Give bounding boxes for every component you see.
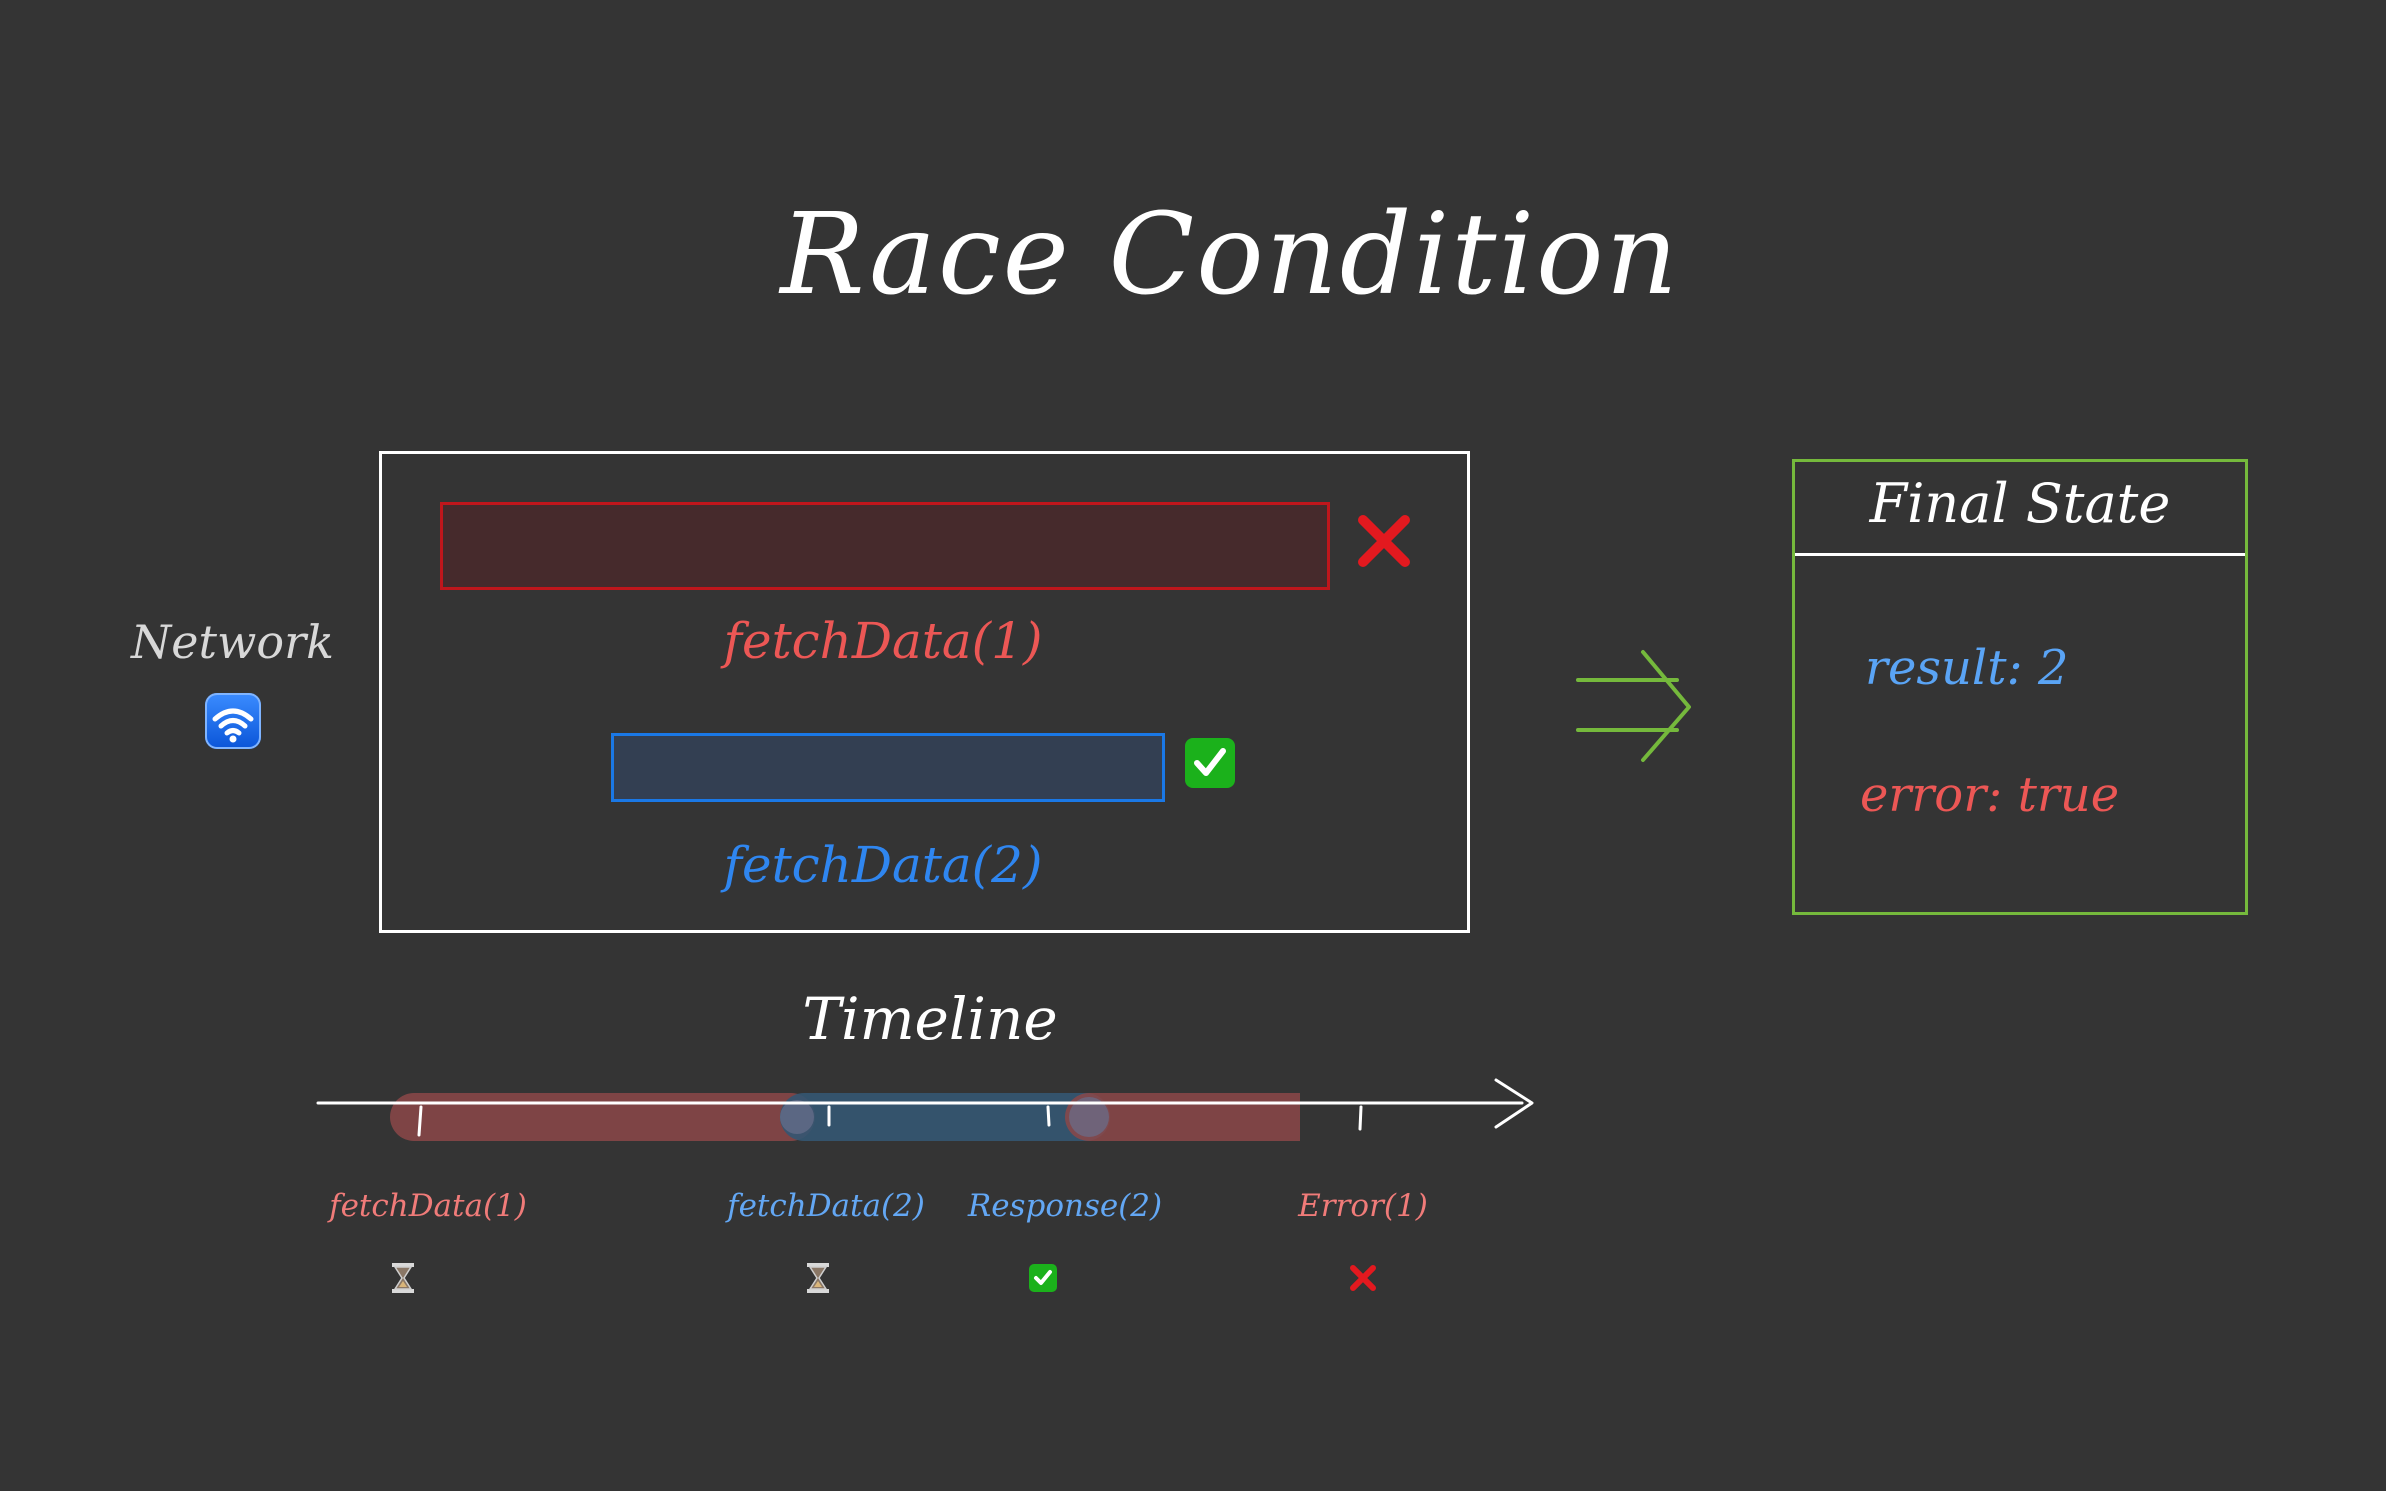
cross-icon	[1348, 1263, 1378, 1293]
request-2-label: fetchData(2)	[723, 836, 1043, 894]
network-label: Network	[131, 615, 334, 669]
timeline-event-label: fetchData(1)	[329, 1188, 527, 1224]
timeline-event-label: Error(1)	[1298, 1188, 1428, 1224]
hourglass-icon	[391, 1262, 415, 1294]
request-1-bar	[440, 502, 1330, 590]
cross-icon	[1355, 512, 1413, 570]
hourglass-icon	[806, 1262, 830, 1294]
request-2-bar	[611, 733, 1165, 802]
timeline-event-label: Response(2)	[967, 1188, 1163, 1224]
result-arrow-icon	[1576, 650, 1691, 762]
timeline-axis	[316, 1078, 1534, 1141]
timeline-segment-request-1-end	[1065, 1093, 1300, 1141]
timeline-segment-request-1	[390, 1093, 815, 1141]
timeline-tick-3	[1046, 1105, 1051, 1127]
timeline-event-label: fetchData(2)	[727, 1188, 925, 1224]
final-state-result: result: 2	[1865, 640, 2069, 696]
check-icon	[1185, 738, 1235, 788]
final-state-title: Final State	[1869, 472, 2171, 535]
check-icon	[1029, 1264, 1057, 1292]
final-state-error: error: true	[1860, 767, 2120, 823]
timeline-overlap-1	[780, 1100, 814, 1134]
final-state-divider	[1795, 553, 2245, 556]
timeline-overlap-2	[1069, 1097, 1109, 1137]
request-1-label: fetchData(1)	[723, 612, 1043, 670]
timeline-tick-4	[1358, 1105, 1363, 1131]
wifi-icon	[205, 693, 261, 749]
network-frame	[379, 451, 1470, 933]
timeline-segment-request-2	[780, 1093, 1110, 1141]
final-state-box	[1792, 459, 2248, 915]
timeline-tick-1	[417, 1105, 423, 1137]
diagram-title: Race Condition	[780, 190, 1680, 320]
timeline-title: Timeline	[802, 985, 1058, 1053]
